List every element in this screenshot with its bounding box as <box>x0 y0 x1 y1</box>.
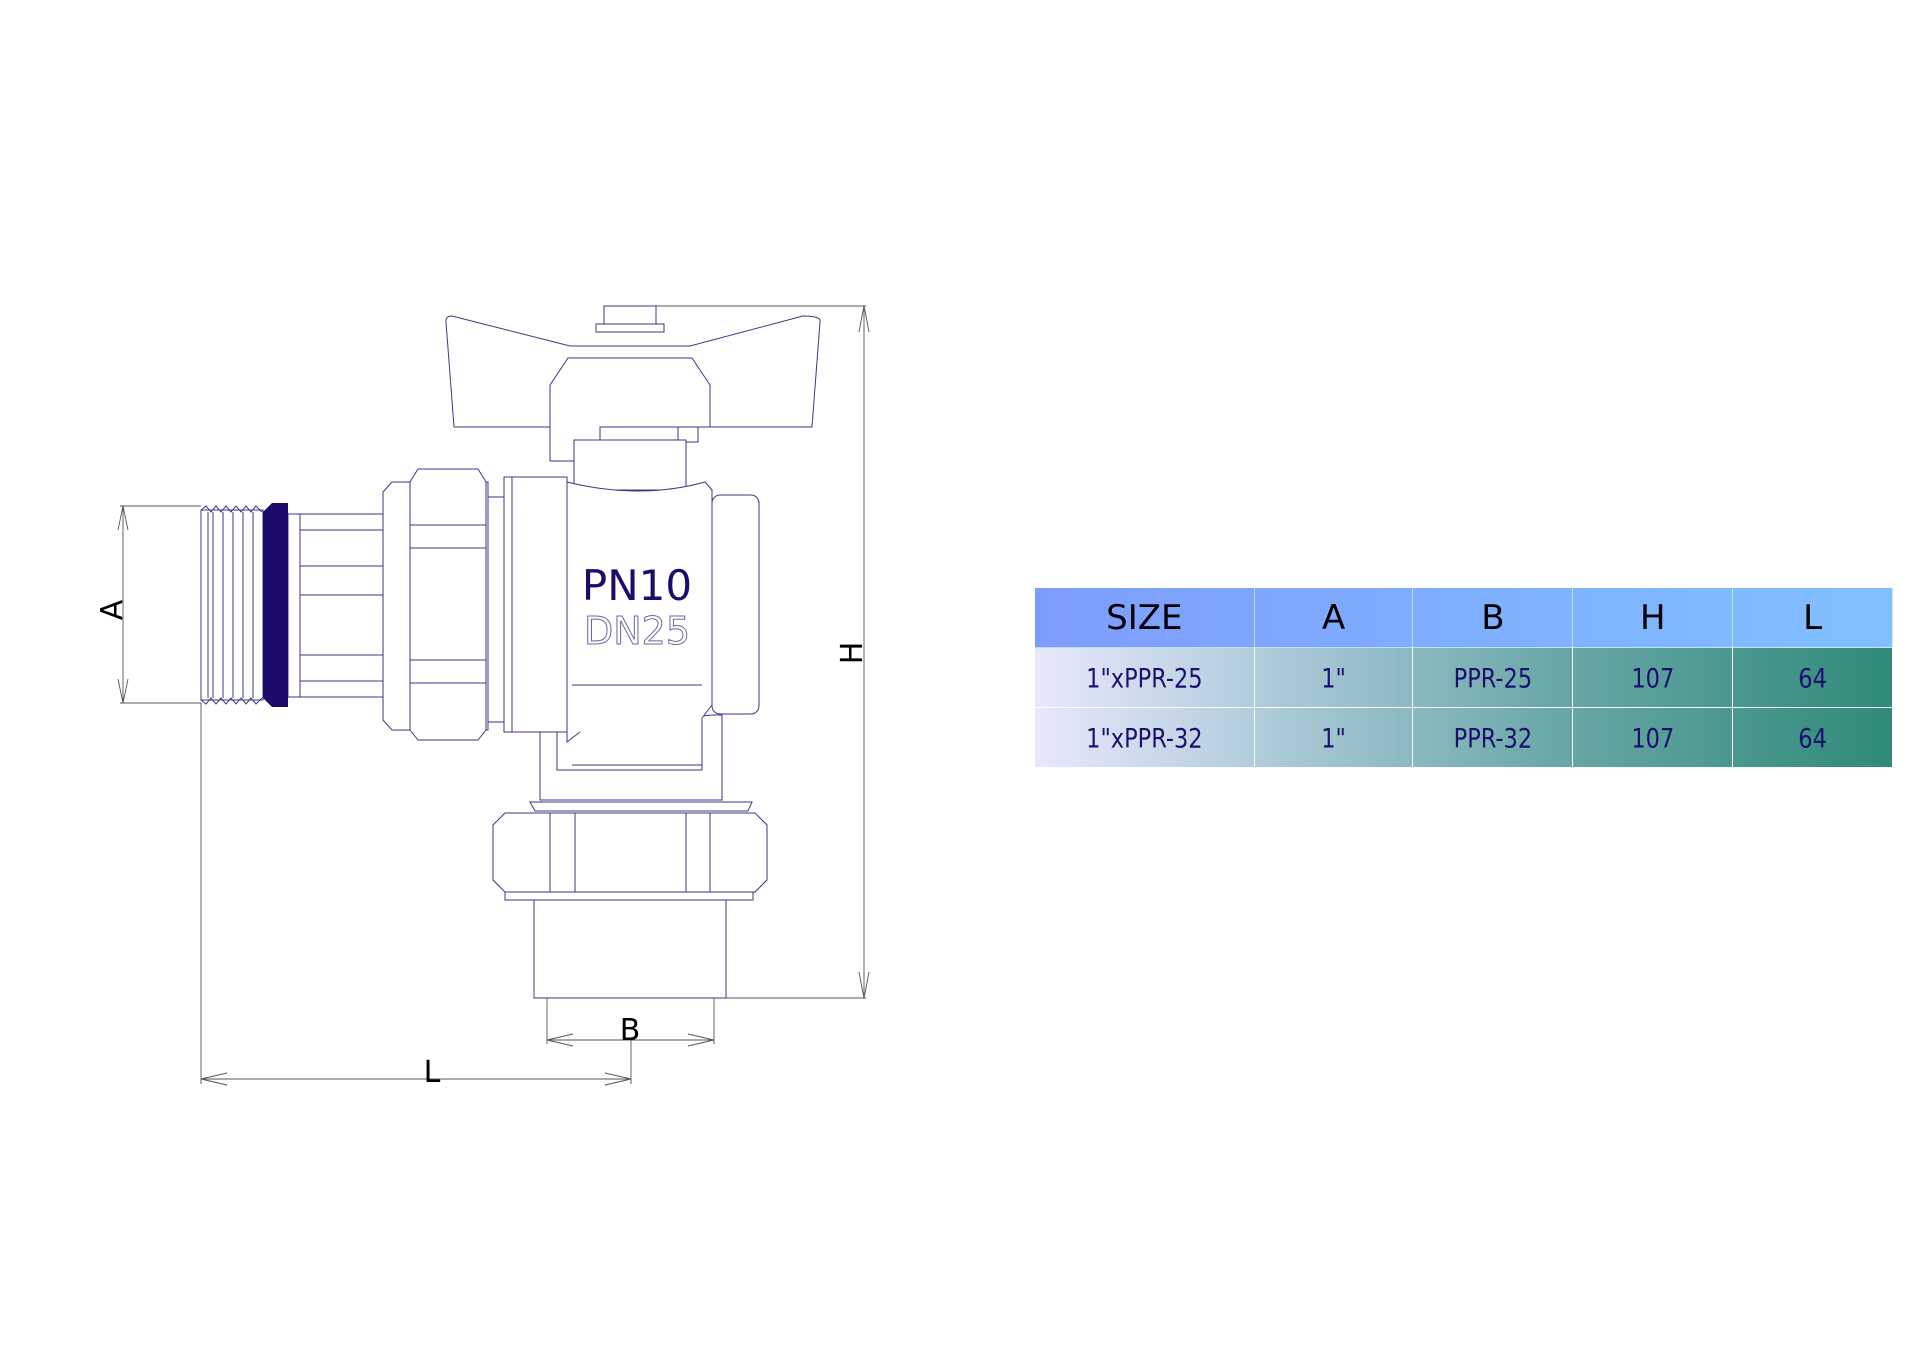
cell-l: 64 <box>1732 705 1893 770</box>
dimension-h: H <box>656 305 870 999</box>
cell-l: 64 <box>1732 645 1893 710</box>
valve-body: PN10 DN25 <box>503 439 760 801</box>
header-l: L <box>1732 587 1893 648</box>
header-size: SIZE <box>1034 587 1255 648</box>
table-row: 1"xPPR-32 1" PPR-32 107 64 <box>1034 705 1893 770</box>
cell-b: PPR-25 <box>1412 645 1574 710</box>
dimension-label-h: H <box>835 642 870 665</box>
dimension-a: A <box>95 505 201 704</box>
cell-a: 1" <box>1253 705 1414 770</box>
cell-a: 1" <box>1253 645 1414 710</box>
threaded-end <box>200 503 288 707</box>
cell-b: PPR-32 <box>1412 705 1574 770</box>
cell-size: 1"xPPR-25 <box>1034 645 1255 710</box>
cell-h: 107 <box>1572 705 1734 770</box>
dimension-label-b: B <box>620 1013 641 1048</box>
header-h: H <box>1572 587 1734 648</box>
header-a: A <box>1253 587 1414 648</box>
dimension-l: L <box>200 703 632 1090</box>
bottom-union <box>492 801 768 999</box>
seal-ring <box>263 503 288 707</box>
dimension-label-a: A <box>95 599 130 620</box>
pipe-stub <box>287 513 384 698</box>
table-row: 1"xPPR-25 1" PPR-25 107 64 <box>1034 645 1893 710</box>
size-marking: DN25 <box>584 609 690 653</box>
dimension-label-l: L <box>424 1055 441 1090</box>
size-spec-table: SIZE A B H L 1"xPPR-25 1" PPR-25 107 64 … <box>1034 587 1893 770</box>
handle <box>445 305 821 462</box>
cell-size: 1"xPPR-32 <box>1034 705 1255 770</box>
dimension-b: B <box>546 998 715 1048</box>
side-union-nut <box>382 468 505 741</box>
cell-h: 107 <box>1572 645 1734 710</box>
header-b: B <box>1412 587 1574 648</box>
table-header-row: SIZE A B H L <box>1034 587 1893 648</box>
pressure-marking: PN10 <box>582 561 692 610</box>
